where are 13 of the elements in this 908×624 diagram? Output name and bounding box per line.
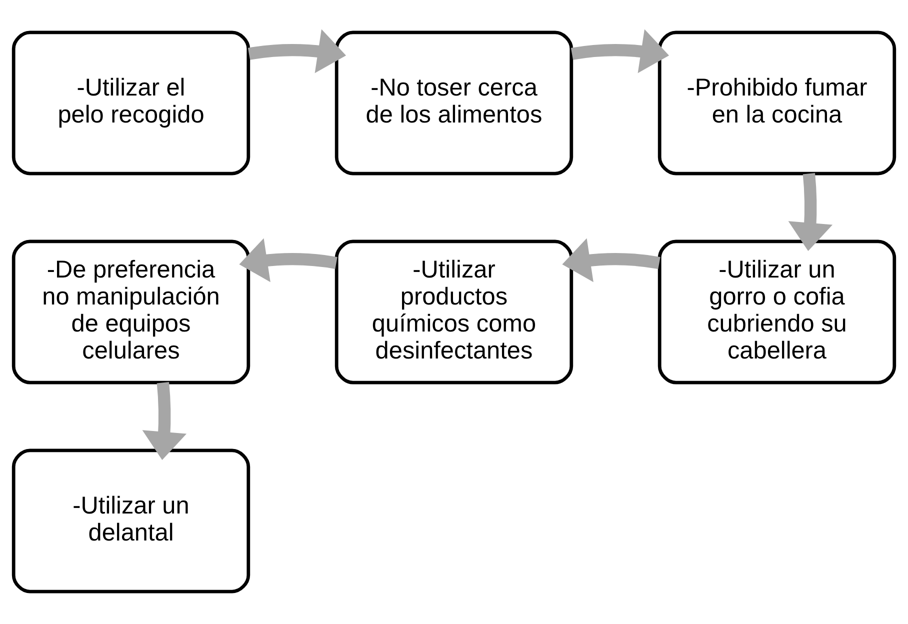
node-box: -Utilizar productos químicos como desinfectantes [334,240,574,384]
node-box: -De preferencia no manipulación de equipos celulares [12,240,250,384]
node-box: -Utilizar un delantal [12,448,250,594]
arrow [788,173,833,252]
arrow [562,238,660,282]
arrow [248,29,346,74]
node-box: -Prohibido fumar en la cocina [658,30,896,176]
node-box: -No toser cerca de los alimentos [334,30,574,176]
arrow [571,29,670,74]
node-box: -Utilizar el pelo recogido [12,30,250,176]
arrow [239,238,338,282]
arrow [142,382,187,460]
node-box: -Utilizar un gorro o cofia cubriendo su cabellera [658,240,896,384]
